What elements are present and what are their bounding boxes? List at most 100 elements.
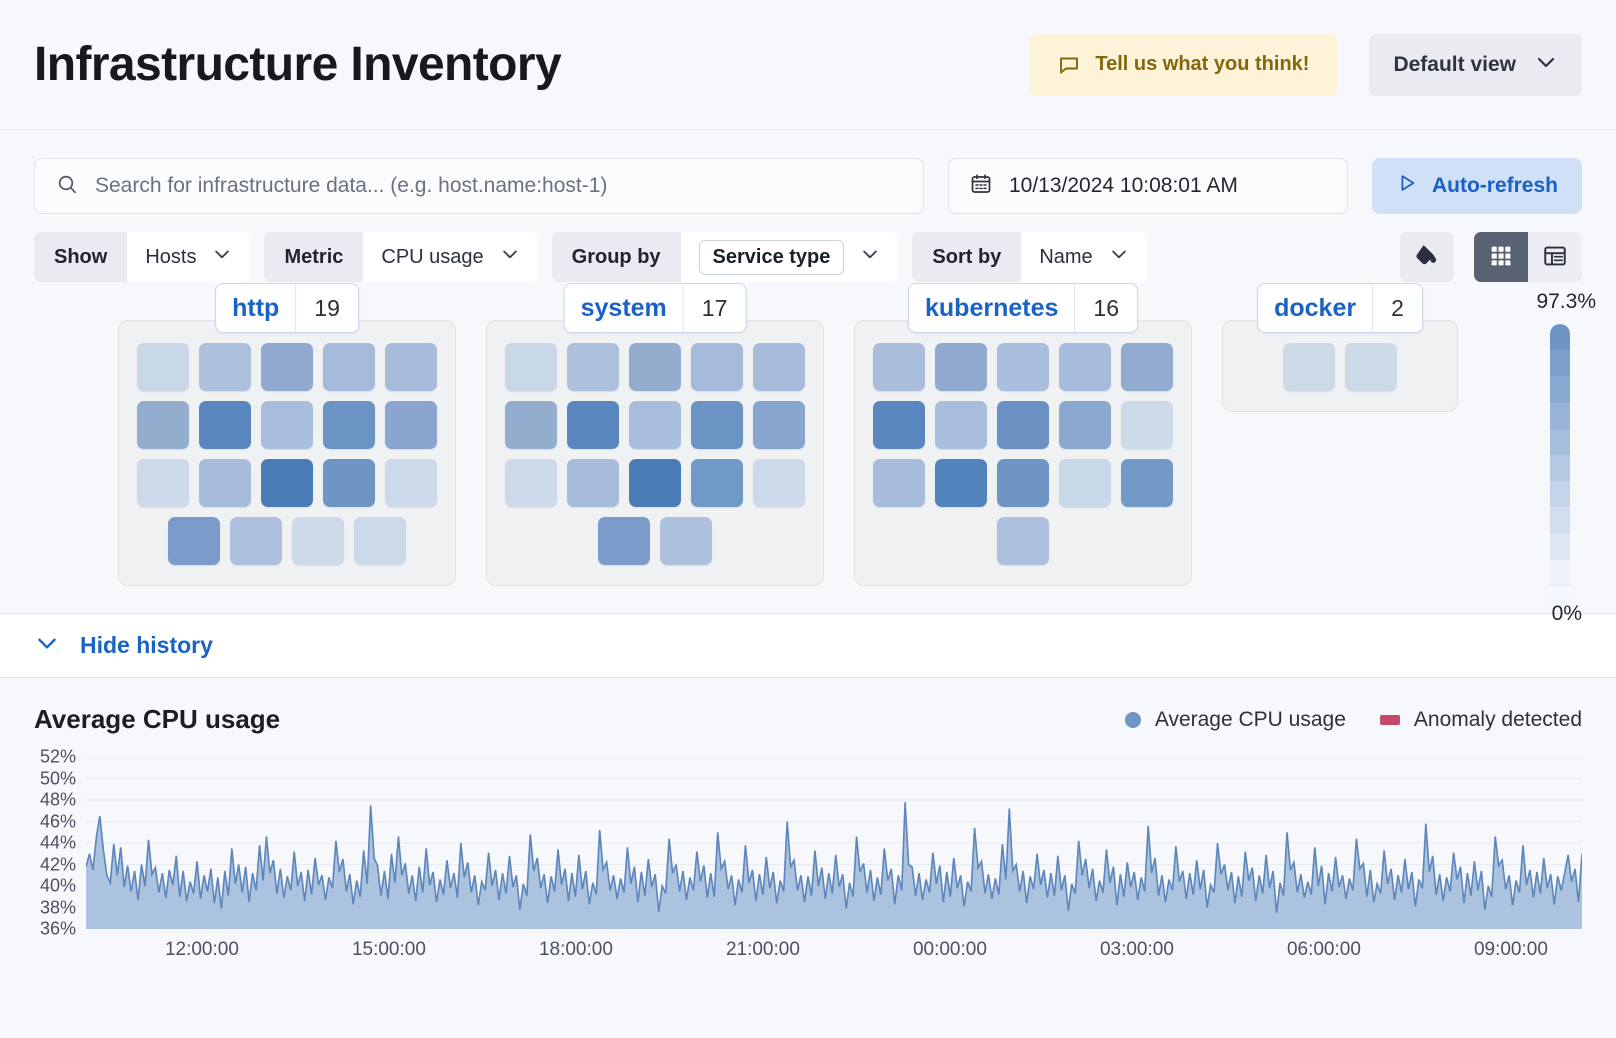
group-cells [1222,320,1458,412]
host-cell[interactable] [660,517,712,565]
chevron-down-icon[interactable] [34,630,60,661]
host-cell[interactable] [567,343,619,391]
host-cell[interactable] [997,343,1049,391]
host-cell[interactable] [354,517,406,565]
cell-row [137,401,437,449]
host-cell[interactable] [1121,343,1173,391]
host-cell[interactable] [137,343,189,391]
chevron-down-icon [212,244,232,270]
host-cell[interactable] [1345,343,1397,391]
legend-item-anomaly-detected[interactable]: Anomaly detected [1379,708,1582,732]
host-cell[interactable] [230,517,282,565]
host-cell[interactable] [753,459,805,507]
host-cell[interactable] [873,343,925,391]
host-cell[interactable] [199,343,251,391]
feedback-button[interactable]: Tell us what you think! [1029,33,1338,96]
host-cell[interactable] [385,459,437,507]
host-cell[interactable] [629,401,681,449]
chart-svg [86,757,1582,929]
x-tick-label: 18:00:00 [538,939,613,960]
host-cell[interactable] [1121,459,1173,507]
y-tick-label: 44% [39,832,76,853]
host-cell[interactable] [1059,343,1111,391]
host-cell[interactable] [1059,401,1111,449]
host-cell[interactable] [199,401,251,449]
host-cell[interactable] [168,517,220,565]
host-cell[interactable] [691,459,743,507]
host-cell[interactable] [997,459,1049,507]
y-tick-label: 48% [39,789,76,810]
host-cell[interactable] [505,343,557,391]
host-cell[interactable] [323,401,375,449]
search-input[interactable]: Search for infrastructure data... (e.g. … [34,158,924,214]
y-tick-label: 46% [39,811,76,831]
host-cell[interactable] [261,343,313,391]
host-cell[interactable] [567,459,619,507]
color-fill-button[interactable] [1400,232,1454,282]
legend-item-average-cpu-usage[interactable]: Average CPU usage [1124,708,1346,732]
group-badge[interactable]: kubernetes 16 [908,283,1138,333]
table-view-button[interactable] [1528,232,1582,282]
host-cell[interactable] [385,401,437,449]
search-row: Search for infrastructure data... (e.g. … [0,130,1616,214]
host-cell[interactable] [997,401,1049,449]
chart-line [86,802,1582,913]
host-cell[interactable] [261,401,313,449]
host-cell[interactable] [629,343,681,391]
heatmap-group-http: http 19 [118,283,456,586]
host-cell[interactable] [997,517,1049,565]
host-cell[interactable] [199,459,251,507]
host-cell[interactable] [1059,459,1111,507]
group-badge[interactable]: docker 2 [1257,283,1423,333]
host-cell[interactable] [753,343,805,391]
host-cell[interactable] [137,459,189,507]
host-cell[interactable] [505,401,557,449]
group-badge[interactable]: http 19 [215,283,359,333]
host-cell[interactable] [598,517,650,565]
x-tick-label: 00:00:00 [912,939,987,960]
auto-refresh-button[interactable]: Auto-refresh [1371,158,1582,214]
host-cell[interactable] [691,401,743,449]
chart-area [86,802,1582,929]
date-picker[interactable]: 10/13/2024 10:08:01 AM [947,158,1348,214]
filter-show-value[interactable]: Hosts [127,232,251,282]
filter-group-by-value[interactable]: Service type [680,232,899,282]
heatmap-group-kubernetes: kubernetes 16 [854,283,1192,586]
host-cell[interactable] [691,343,743,391]
host-cell[interactable] [567,401,619,449]
host-cell[interactable] [629,459,681,507]
host-cell[interactable] [1283,343,1335,391]
view-selector-button[interactable]: Default view [1369,33,1582,96]
chart-y-axis: 36%38%40%42%44%46%48%50%52% [34,747,86,939]
host-cell[interactable] [1121,401,1173,449]
group-name: http [232,293,280,322]
host-cell[interactable] [323,459,375,507]
y-tick-label: 38% [39,897,76,917]
host-cell[interactable] [935,459,987,507]
host-cell[interactable] [753,401,805,449]
filter-sort-by: Sort by Name [912,232,1147,282]
host-cell[interactable] [935,401,987,449]
date-picker-value: 10/13/2024 10:08:01 AM [1008,174,1238,197]
grid-view-button[interactable] [1474,232,1528,282]
host-cell[interactable] [385,343,437,391]
filter-sort-by-value[interactable]: Name [1021,232,1147,282]
host-cell[interactable] [261,459,313,507]
group-name: kubernetes [925,293,1059,322]
host-cell[interactable] [505,459,557,507]
filter-metric-value[interactable]: CPU usage [363,232,538,282]
x-tick-label: 15:00:00 [351,939,426,960]
host-cell[interactable] [873,401,925,449]
x-tick-label: 12:00:00 [164,939,239,960]
filter-show-label: Show [34,232,128,282]
group-badge[interactable]: system 17 [563,283,747,333]
host-cell[interactable] [137,401,189,449]
host-cell[interactable] [935,343,987,391]
host-cell[interactable] [323,343,375,391]
history-toggle-bar: Hide history [0,614,1616,678]
host-cell[interactable] [292,517,344,565]
hide-history-label[interactable]: Hide history [80,632,213,658]
host-cell[interactable] [873,459,925,507]
chart-plot[interactable] [86,757,1582,929]
